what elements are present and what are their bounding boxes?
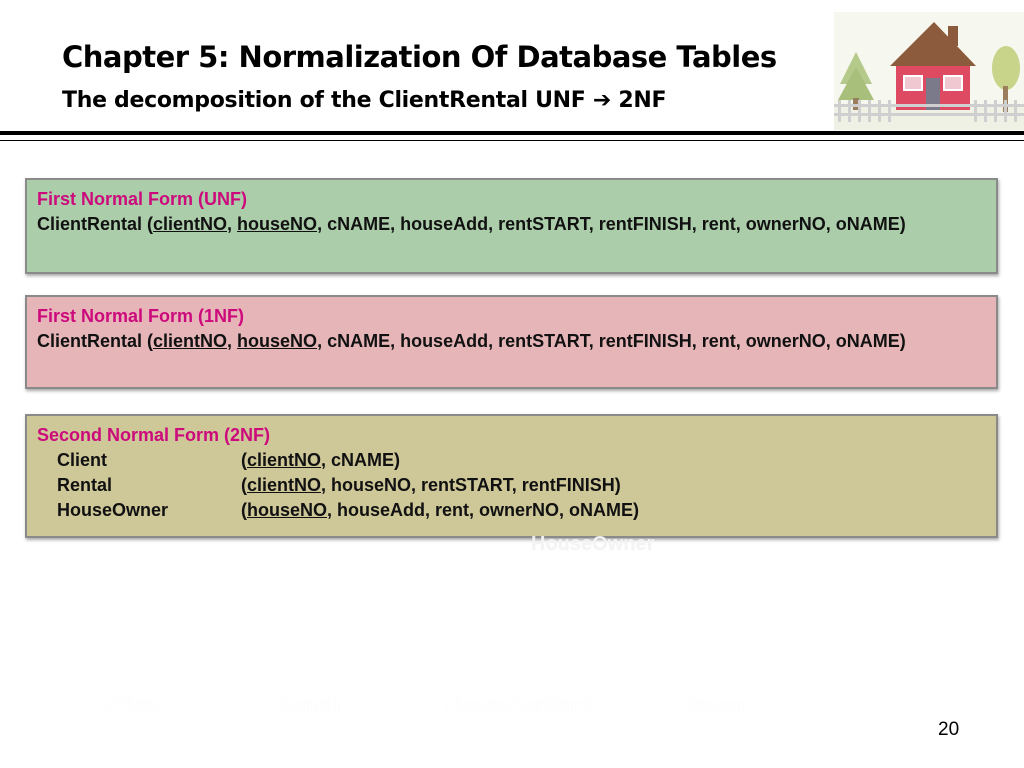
- nf2-row-houseowner: HouseOwner (houseNO, houseAdd, rent, own…: [37, 498, 986, 523]
- nf2-attributes: , cNAME): [321, 450, 401, 470]
- unf-key-houseno: houseNO: [237, 214, 318, 234]
- page-number: 20: [938, 719, 960, 740]
- nf1-key-sep: ,: [227, 331, 238, 351]
- nf1-key-houseno: houseNO: [237, 331, 318, 351]
- nf2-open-paren: (: [241, 475, 247, 495]
- header-rule-thin: [0, 140, 1024, 141]
- nf2-key: clientNO: [247, 450, 322, 470]
- nf1-relation: ClientRental (clientNO, houseNO, cNAME, …: [37, 329, 986, 354]
- slide-title: Chapter 5: Normalization Of Database Tab…: [62, 40, 777, 74]
- nf1-title: First Normal Form (1NF): [37, 306, 245, 326]
- nf2-attributes: , houseNO, rentSTART, rentFINISH): [321, 475, 621, 495]
- nf2-attributes: , houseAdd, rent, ownerNO, oNAME): [327, 500, 640, 520]
- ghost-label-client: Client: [106, 694, 165, 717]
- subtitle-text: The decomposition of the ClientRental UN…: [62, 88, 586, 113]
- nf2-open-paren: (: [241, 450, 247, 470]
- ghost-label-houseforrent: HouseForRent: [446, 694, 591, 717]
- arrow-right-icon: ➔: [592, 88, 612, 113]
- unf-key-sep: ,: [227, 214, 238, 234]
- nf2-rel-attrs: (clientNO, houseNO, rentSTART, rentFINIS…: [241, 473, 621, 498]
- nf1-key-clientno: clientNO: [153, 331, 228, 351]
- nf2-rel-name: Client: [57, 450, 108, 470]
- ghost-label-houseowner: HouseOwner: [531, 533, 655, 555]
- unf-key-clientno: clientNO: [153, 214, 228, 234]
- unf-box: First Normal Form (UNF) ClientRental (cl…: [25, 178, 998, 274]
- nf2-title: Second Normal Form (2NF): [37, 425, 271, 445]
- unf-title: First Normal Form (UNF): [37, 189, 248, 209]
- header-rule-thick: [0, 131, 1024, 135]
- nf2-row-rental: Rental (clientNO, houseNO, rentSTART, re…: [37, 473, 986, 498]
- subtitle-suffix: 2NF: [618, 88, 667, 113]
- nf1-box: First Normal Form (1NF) ClientRental (cl…: [25, 295, 998, 389]
- nf2-key: clientNO: [247, 475, 322, 495]
- ghost-label-rental: Rental: [276, 694, 341, 717]
- nf2-box: Second Normal Form (2NF) Client (clientN…: [25, 414, 998, 538]
- house-clipart-icon: [834, 12, 1024, 130]
- nf2-key: houseNO: [247, 500, 328, 520]
- ghost-label-owner: Owner: [685, 694, 751, 717]
- slide-subtitle: The decomposition of the ClientRental UN…: [62, 88, 667, 113]
- nf2-open-paren: (: [241, 500, 247, 520]
- unf-relation: ClientRental (clientNO, houseNO, cNAME, …: [37, 212, 986, 237]
- nf2-row-client: Client (clientNO, cNAME): [37, 448, 986, 473]
- nf2-rel-attrs: (houseNO, houseAdd, rent, ownerNO, oNAME…: [241, 498, 639, 523]
- unf-attributes: , cNAME, houseAdd, rentSTART, rentFINISH…: [317, 214, 906, 234]
- unf-relation-name: ClientRental (: [37, 214, 154, 234]
- nf1-relation-name: ClientRental (: [37, 331, 154, 351]
- nf2-rel-name: Rental: [57, 475, 113, 495]
- nf2-rel-attrs: (clientNO, cNAME): [241, 448, 400, 473]
- nf2-rel-name: HouseOwner: [57, 500, 169, 520]
- nf1-attributes: , cNAME, houseAdd, rentSTART, rentFINISH…: [317, 331, 906, 351]
